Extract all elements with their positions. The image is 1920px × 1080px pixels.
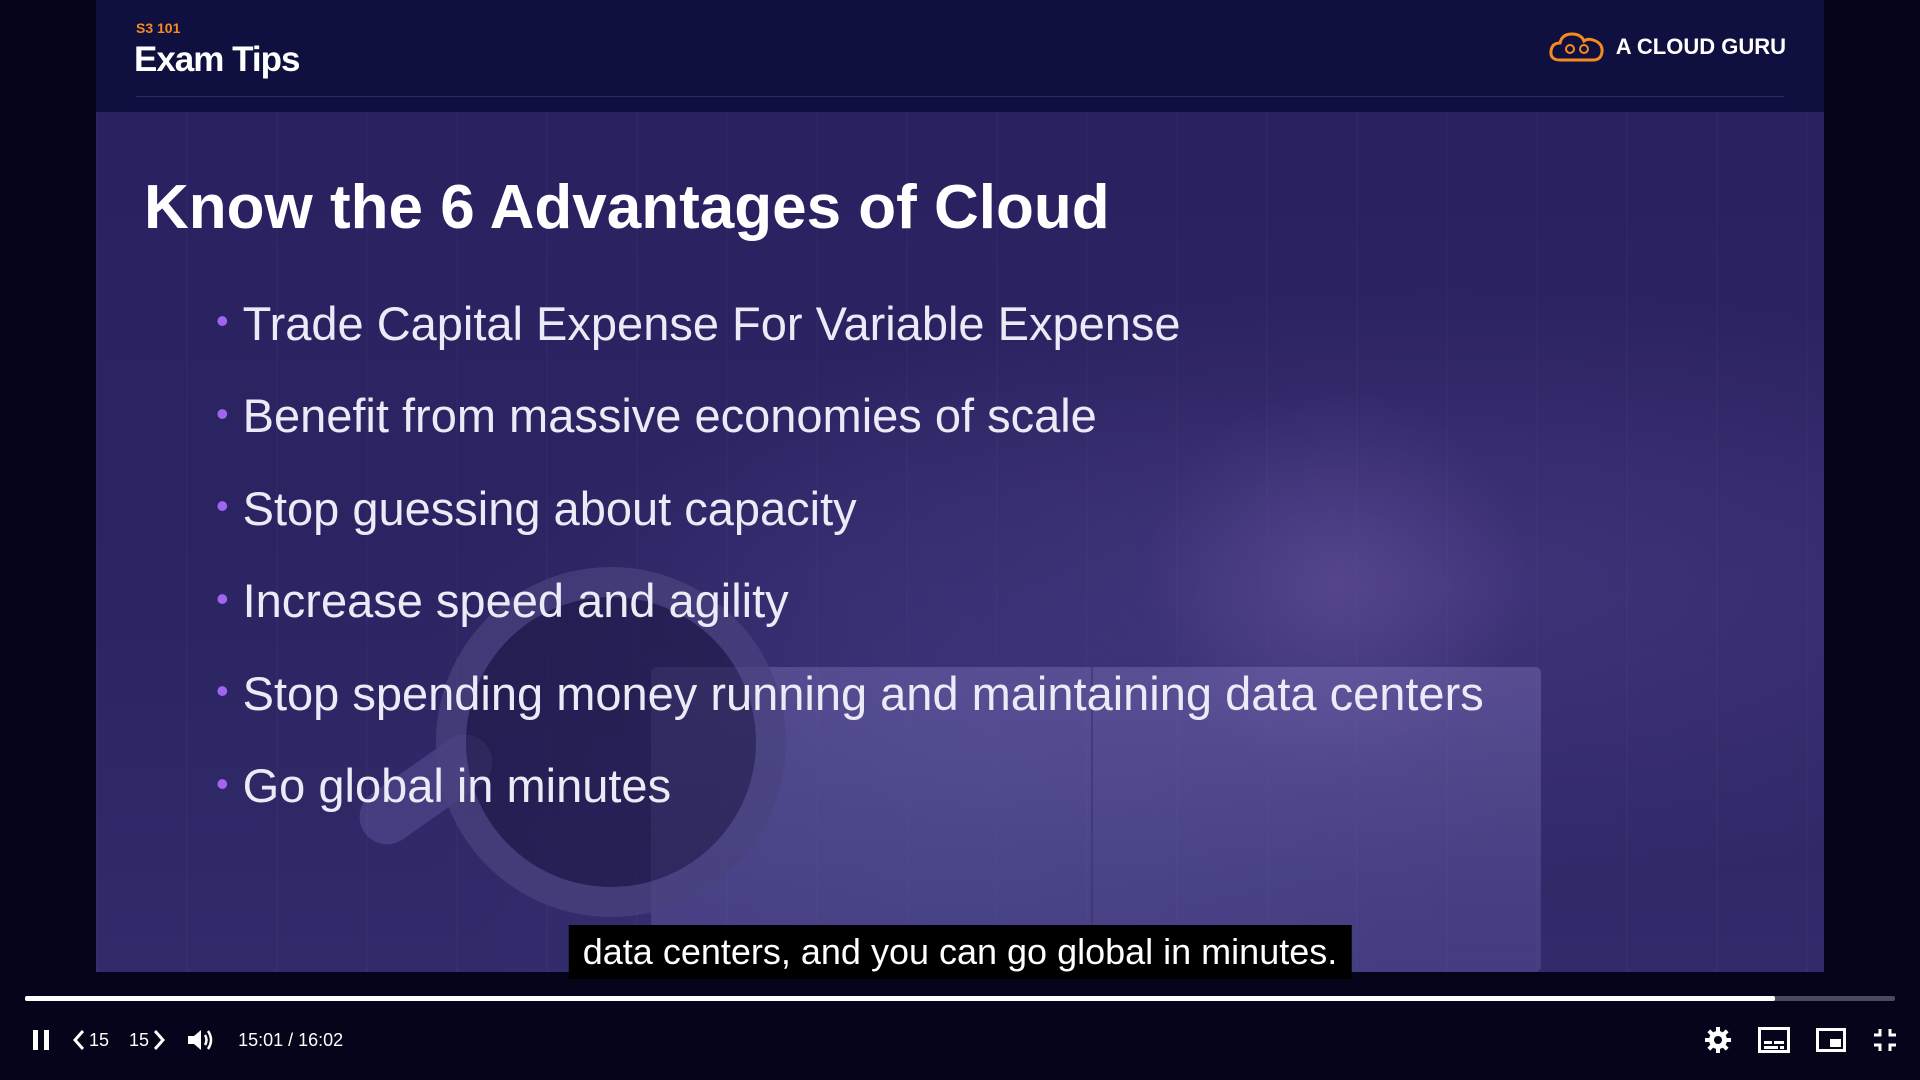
chevron-right-icon — [153, 1030, 166, 1050]
picture-in-picture-button[interactable] — [1816, 1028, 1846, 1052]
progress-fill — [25, 996, 1776, 1001]
skip-forward-label: 15 — [129, 1029, 150, 1050]
bullet-text: Benefit from massive economies of scale — [242, 389, 1097, 443]
slide: S3 101 Exam Tips A CLOUD GURU Know the 6… — [96, 0, 1824, 972]
skip-back-label: 15 — [89, 1029, 110, 1050]
bullet-dot-icon: • — [216, 670, 229, 712]
bullet-dot-icon: • — [216, 762, 229, 804]
brand-name: A CLOUD GURU — [1615, 34, 1786, 59]
list-item: • Stop spending money running and maintai… — [216, 647, 1484, 740]
progress-bar[interactable] — [25, 996, 1895, 1001]
cloud-logo-icon — [1549, 32, 1604, 62]
gear-icon — [1705, 1027, 1731, 1053]
list-item: • Go global in minutes — [216, 740, 1484, 833]
bullet-text: Stop guessing about capacity — [242, 481, 857, 535]
bullet-dot-icon: • — [216, 392, 229, 434]
slide-title: Know the 6 Advantages of Cloud — [144, 173, 1110, 242]
subtitle-caption: data centers, and you can go global in m… — [568, 925, 1352, 979]
course-kicker: S3 101 — [136, 20, 181, 36]
bullet-dot-icon: • — [216, 485, 229, 527]
slide-header: S3 101 Exam Tips A CLOUD GURU — [96, 0, 1824, 112]
background-flowers — [1126, 372, 1546, 792]
bullet-text: Go global in minutes — [242, 759, 672, 813]
header-title: Exam Tips — [134, 40, 300, 79]
list-item: • Benefit from massive economies of scale — [216, 370, 1484, 463]
advantages-list: • Trade Capital Expense For Variable Expe… — [216, 277, 1484, 832]
skip-back-button[interactable]: 15 — [72, 1028, 109, 1052]
exit-fullscreen-icon — [1874, 1029, 1896, 1051]
list-item: • Increase speed and agility — [216, 555, 1484, 648]
time-display: 15:01 / 16:02 — [238, 1029, 344, 1050]
picture-in-picture-icon — [1816, 1028, 1846, 1052]
control-bar: 15 15 15:01 / 16:02 — [0, 1010, 1920, 1070]
bullet-text: Increase speed and agility — [242, 574, 789, 628]
volume-button[interactable] — [186, 1027, 214, 1053]
bullet-text: Stop spending money running and maintain… — [242, 666, 1484, 720]
exit-fullscreen-button[interactable] — [1872, 1027, 1898, 1053]
skip-forward-button[interactable]: 15 — [129, 1028, 166, 1052]
pause-icon — [33, 1030, 49, 1050]
settings-button[interactable] — [1704, 1026, 1732, 1054]
closed-captions-icon — [1758, 1027, 1790, 1053]
bullet-dot-icon: • — [216, 300, 229, 342]
list-item: • Trade Capital Expense For Variable Expe… — [216, 277, 1484, 370]
list-item: • Stop guessing about capacity — [216, 462, 1484, 555]
captions-button[interactable] — [1758, 1027, 1790, 1053]
header-divider — [136, 96, 1784, 97]
slide-body: Know the 6 Advantages of Cloud • Trade Ca… — [96, 112, 1824, 972]
background-book — [651, 667, 1541, 972]
pause-button[interactable] — [30, 1028, 52, 1052]
bullet-text: Trade Capital Expense For Variable Expen… — [242, 296, 1181, 350]
chevron-left-icon — [72, 1030, 85, 1050]
brand-logo: A CLOUD GURU — [1548, 30, 1786, 64]
bullet-dot-icon: • — [216, 577, 229, 619]
volume-icon — [188, 1030, 213, 1050]
